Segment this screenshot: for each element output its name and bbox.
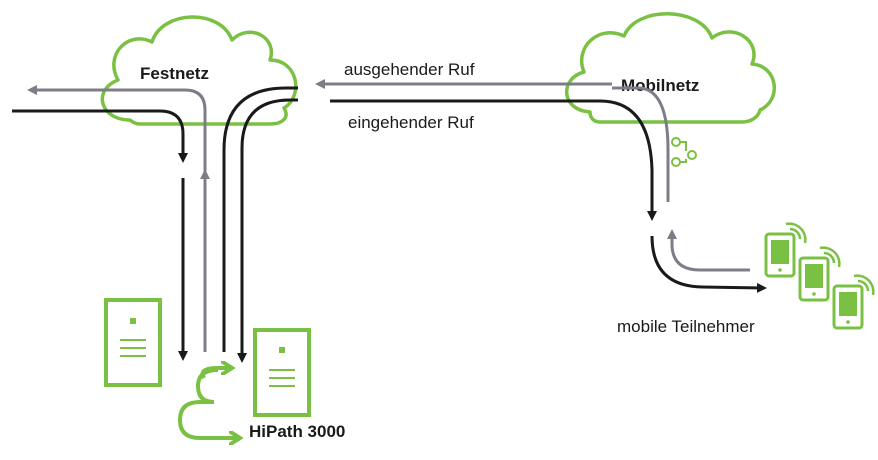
- mobile-phone-icon-2: [798, 246, 841, 302]
- dark-call-path-left: [12, 109, 188, 163]
- dark-path-mobile: [650, 235, 767, 293]
- network-node-icon: [671, 137, 697, 167]
- mobile-phone-icon-3: [832, 274, 875, 330]
- mobilnetz-cloud: [565, 12, 776, 124]
- mobilnetz-label: Mobilnetz: [621, 76, 699, 95]
- green-link-arrow-top: [200, 368, 230, 380]
- gray-return-path-top: [612, 86, 670, 202]
- server-icon-left: [104, 298, 162, 387]
- green-link-curve: [177, 368, 236, 440]
- gray-return-path-bottom: [667, 229, 750, 272]
- mobile-subscribers-label: mobile Teilnehmer: [617, 317, 755, 336]
- hipath-label: HiPath 3000: [249, 422, 345, 441]
- server-icon-hipath: [253, 328, 311, 417]
- dark-call-path-inner: [237, 98, 298, 363]
- mobile-phone-icon-1: [764, 222, 807, 278]
- gray-call-path-left: [27, 85, 207, 186]
- incoming-call-label: eingehender Ruf: [348, 113, 474, 132]
- incoming-call-arrow: [330, 99, 657, 221]
- outgoing-call-label: ausgehender Ruf: [344, 60, 475, 79]
- dark-call-path-outer: [222, 86, 298, 352]
- festnetz-label: Festnetz: [140, 64, 209, 83]
